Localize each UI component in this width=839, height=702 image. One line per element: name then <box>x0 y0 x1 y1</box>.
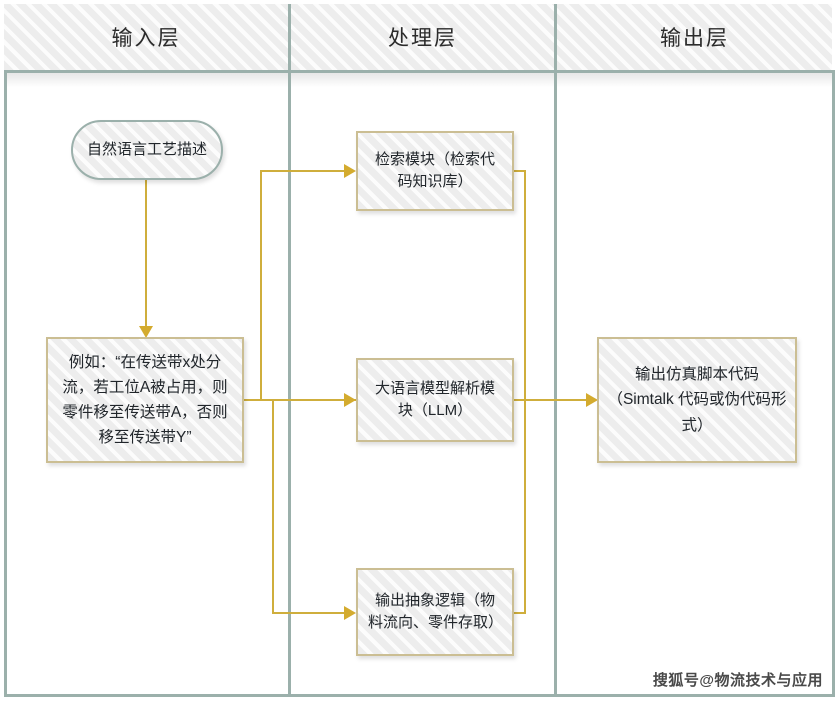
node-simulation-script-output[interactable]: 输出仿真脚本代码（Simtalk 代码或伪代码形式） <box>597 337 797 463</box>
swimlane-header-output: 输出层 <box>557 4 832 70</box>
node-llm-label: 大语言模型解析模块（LLM） <box>374 380 495 419</box>
swimlane-header-row: 输入层 处理层 输出层 <box>4 4 835 73</box>
node-retrieval-label: 检索模块（检索代码知识库） <box>374 151 495 190</box>
header-shadow <box>4 73 835 87</box>
lane-border-left <box>4 73 7 697</box>
swimlane-header-processing-label: 处理层 <box>388 27 457 50</box>
edge-abstract-to-result-riser <box>524 399 526 613</box>
swimlane-header-processing: 处理层 <box>291 4 557 70</box>
edge-example-to-retrieval-arrowhead <box>344 164 356 178</box>
edge-example-to-llm-arrowhead <box>344 393 356 407</box>
edge-example-to-abstract-line <box>272 612 344 614</box>
node-start-label: 自然语言工艺描述 <box>86 141 207 159</box>
edge-retrieval-to-result-stub <box>514 170 526 172</box>
edge-start-to-example-line <box>145 180 147 330</box>
node-abstract-label: 输出抽象逻辑（物料流向、零件存取） <box>368 592 504 631</box>
lane-border-bottom <box>4 694 835 697</box>
edge-example-to-abstract-dropper <box>272 399 274 613</box>
swimlane-header-input: 输入层 <box>4 4 291 70</box>
edge-example-out-stub <box>244 399 356 401</box>
node-example-description[interactable]: 例如：“在传送带x处分流，若工位A被占用，则零件移至传送带A，否则移至传送带Y” <box>46 337 244 463</box>
edge-retrieval-to-result-dropper <box>524 170 526 400</box>
lane-divider-processing-output <box>554 73 557 697</box>
node-retrieval-module[interactable]: 检索模块（检索代码知识库） <box>356 131 514 211</box>
node-natural-language-process-description[interactable]: 自然语言工艺描述 <box>71 120 223 180</box>
lane-divider-input-processing <box>288 73 291 697</box>
edge-merged-to-result-line <box>514 399 586 401</box>
node-example-label: 例如：“在传送带x处分流，若工位A被占用，则零件移至传送带A，否则移至传送带Y” <box>62 353 228 447</box>
edge-start-to-example-arrowhead <box>139 326 153 338</box>
swimlane-header-input-label: 输入层 <box>111 27 181 50</box>
edge-example-to-retrieval-riser <box>260 170 262 400</box>
watermark-text: 搜狐号@物流技术与应用 <box>652 672 823 689</box>
node-abstract-logic-output[interactable]: 输出抽象逻辑（物料流向、零件存取） <box>356 568 514 656</box>
edge-abstract-to-result-stub <box>514 612 526 614</box>
edge-example-to-abstract-arrowhead <box>344 606 356 620</box>
edge-merged-to-result-arrowhead <box>586 393 598 407</box>
node-llm-parsing-module[interactable]: 大语言模型解析模块（LLM） <box>356 358 514 442</box>
lane-border-right <box>832 73 835 697</box>
node-output-label: 输出仿真脚本代码（Simtalk 代码或伪代码形式） <box>607 366 787 434</box>
edge-example-to-retrieval-line <box>260 170 344 172</box>
swimlane-header-output-label: 输出层 <box>660 27 729 50</box>
